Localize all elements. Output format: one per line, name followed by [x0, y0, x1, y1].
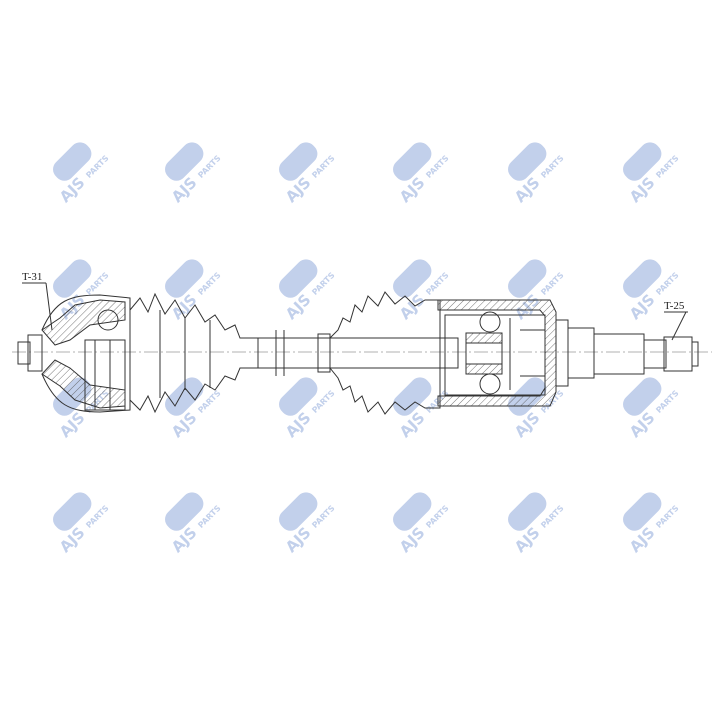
watermark-shape	[508, 259, 547, 298]
watermark-shape	[393, 142, 432, 181]
inner-boot	[329, 291, 441, 415]
watermark-shape	[165, 259, 204, 298]
watermark-shape	[53, 259, 92, 298]
watermark-shape	[393, 492, 432, 531]
watermark-shape	[393, 377, 432, 416]
watermark-shape	[508, 492, 547, 531]
watermark-shape	[279, 142, 318, 181]
watermark-shape	[279, 259, 318, 298]
watermark-shape	[165, 492, 204, 531]
watermark-shape	[393, 259, 432, 298]
inner-tripod-joint	[437, 299, 557, 407]
outer-cv-joint	[17, 294, 131, 413]
watermark-shape	[623, 259, 662, 298]
watermark-shape	[279, 492, 318, 531]
watermark-shape	[623, 377, 662, 416]
label-t31: T-31	[22, 271, 42, 283]
shaft	[257, 330, 459, 376]
watermark-shape	[623, 492, 662, 531]
stub-shaft	[555, 319, 699, 387]
watermark-shape	[165, 142, 204, 181]
label-t25: T-25	[664, 300, 685, 312]
watermark-shape	[623, 142, 662, 181]
watermark-shape	[53, 492, 92, 531]
watermark-shape	[53, 142, 92, 181]
watermark-shape	[508, 142, 547, 181]
watermark-shape	[279, 377, 318, 416]
